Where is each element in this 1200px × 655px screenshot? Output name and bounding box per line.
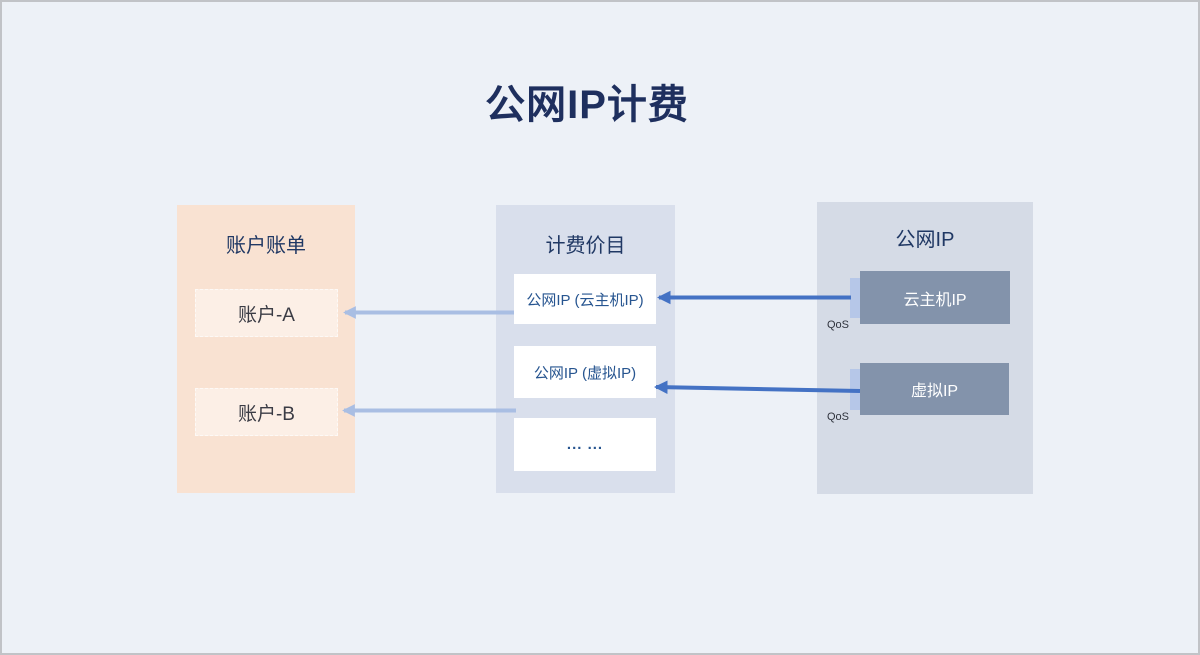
node-virtual-ip-label: 虚拟IP xyxy=(910,383,959,400)
panel-account-bills: 账户账单 账户-A 账户-B xyxy=(177,205,355,493)
panel-account-header: 账户账单 xyxy=(226,235,306,257)
panel-pricing-header: 计费价目 xyxy=(545,235,626,257)
node-account-a-label: 账户-A xyxy=(237,304,295,326)
node-pubip-virtual: 公网IP (虚拟IP) xyxy=(514,346,656,398)
node-account-b: 账户-B xyxy=(195,388,338,436)
panel-billing-price: 计费价目 公网IP (云主机IP) 公网IP (虚拟IP) ... ... xyxy=(496,205,675,493)
node-account-a: 账户-A xyxy=(195,289,338,337)
node-virtual-ip: 虚拟IP xyxy=(860,363,1009,415)
qos-label-cloud-host: QoS xyxy=(827,319,850,331)
node-account-b-label: 账户-B xyxy=(237,403,295,425)
qos-port-cloud-host xyxy=(850,278,860,318)
panel-public-header: 公网IP xyxy=(895,229,955,251)
panel-public-ip: 公网IP 云主机IP QoS 虚拟IP QoS xyxy=(817,202,1033,494)
node-ellipsis-label: ... ... xyxy=(566,436,604,453)
qos-label-virtual: QoS xyxy=(827,411,850,423)
node-pubip-cloud-host-label: 公网IP (云主机IP) xyxy=(526,291,644,309)
node-pubip-cloud-host: 公网IP (云主机IP) xyxy=(514,274,656,324)
node-pubip-virtual-label: 公网IP (虚拟IP) xyxy=(533,364,637,382)
node-cloud-host-ip-label: 云主机IP xyxy=(903,291,967,309)
node-ellipsis: ... ... xyxy=(514,418,656,471)
node-cloud-host-ip: 云主机IP xyxy=(860,271,1010,324)
diagram-title: 公网IP计费 xyxy=(485,83,689,127)
qos-port-virtual xyxy=(850,369,860,410)
